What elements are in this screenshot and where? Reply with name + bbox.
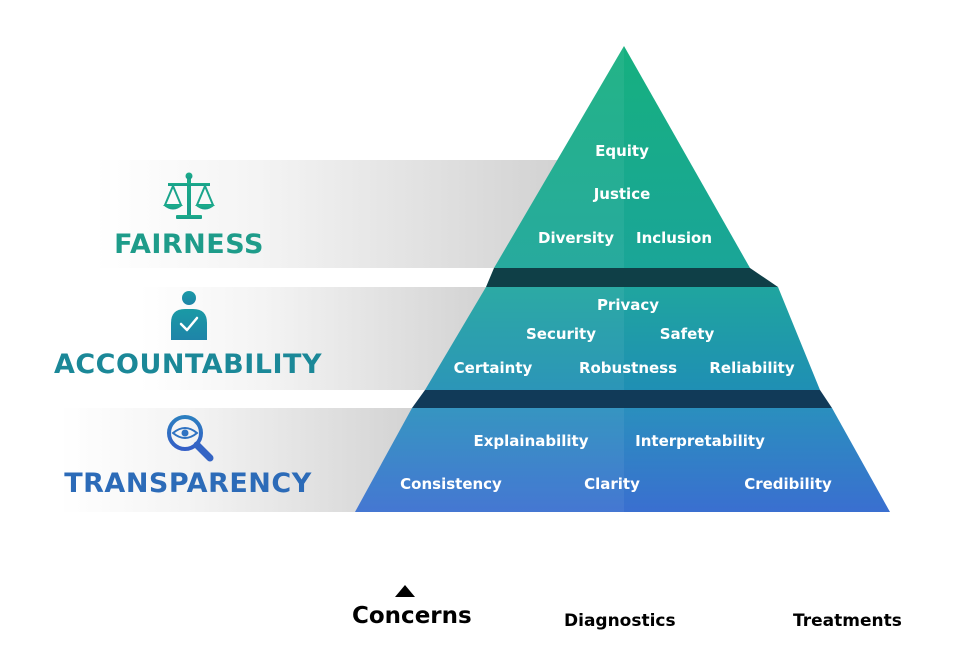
fairness-band: [95, 160, 560, 268]
value-robustness: Robustness: [579, 359, 677, 377]
value-justice: Justice: [593, 185, 651, 203]
pyramid-tier-fairness-shade: [494, 46, 624, 268]
tier-label-fairness: FAIRNESS: [114, 229, 264, 260]
user-check-icon: [171, 291, 207, 340]
accountability-band: [140, 287, 490, 390]
pyramid-tier-accountability-shade: [425, 287, 624, 390]
pyramid-ledge-mid: [412, 390, 832, 408]
transparency-band: [60, 408, 420, 512]
pyramid-tier-accountability: [425, 287, 820, 390]
tier-label-transparency: TRANSPARENCY: [64, 468, 312, 499]
tab-diagnostics[interactable]: Diagnostics: [564, 611, 676, 631]
value-clarity: Clarity: [584, 475, 640, 493]
value-interpretability: Interpretability: [635, 432, 765, 450]
value-certainty: Certainty: [454, 359, 533, 377]
scales-icon: [163, 172, 215, 219]
pyramid-tier-transparency: [355, 408, 890, 512]
tab-concerns[interactable]: Concerns: [352, 603, 472, 629]
value-privacy: Privacy: [597, 296, 659, 314]
pyramid-tier-fairness: [494, 46, 750, 268]
eye-search-icon: [167, 415, 214, 462]
value-inclusion: Inclusion: [636, 229, 712, 247]
value-equity: Equity: [595, 142, 649, 160]
tab-treatments[interactable]: Treatments: [793, 611, 902, 631]
tier-label-accountability: ACCOUNTABILITY: [54, 349, 322, 380]
pyramid-ledge-top: [486, 268, 778, 287]
value-security: Security: [526, 325, 596, 343]
value-diversity: Diversity: [538, 229, 614, 247]
value-safety: Safety: [660, 325, 715, 343]
value-consistency: Consistency: [400, 475, 502, 493]
value-explainability: Explainability: [474, 432, 589, 450]
value-reliability: Reliability: [709, 359, 794, 377]
pyramid-tier-transparency-shade: [355, 408, 624, 512]
active-tab-marker-icon: [395, 585, 415, 597]
value-credibility: Credibility: [744, 475, 832, 493]
